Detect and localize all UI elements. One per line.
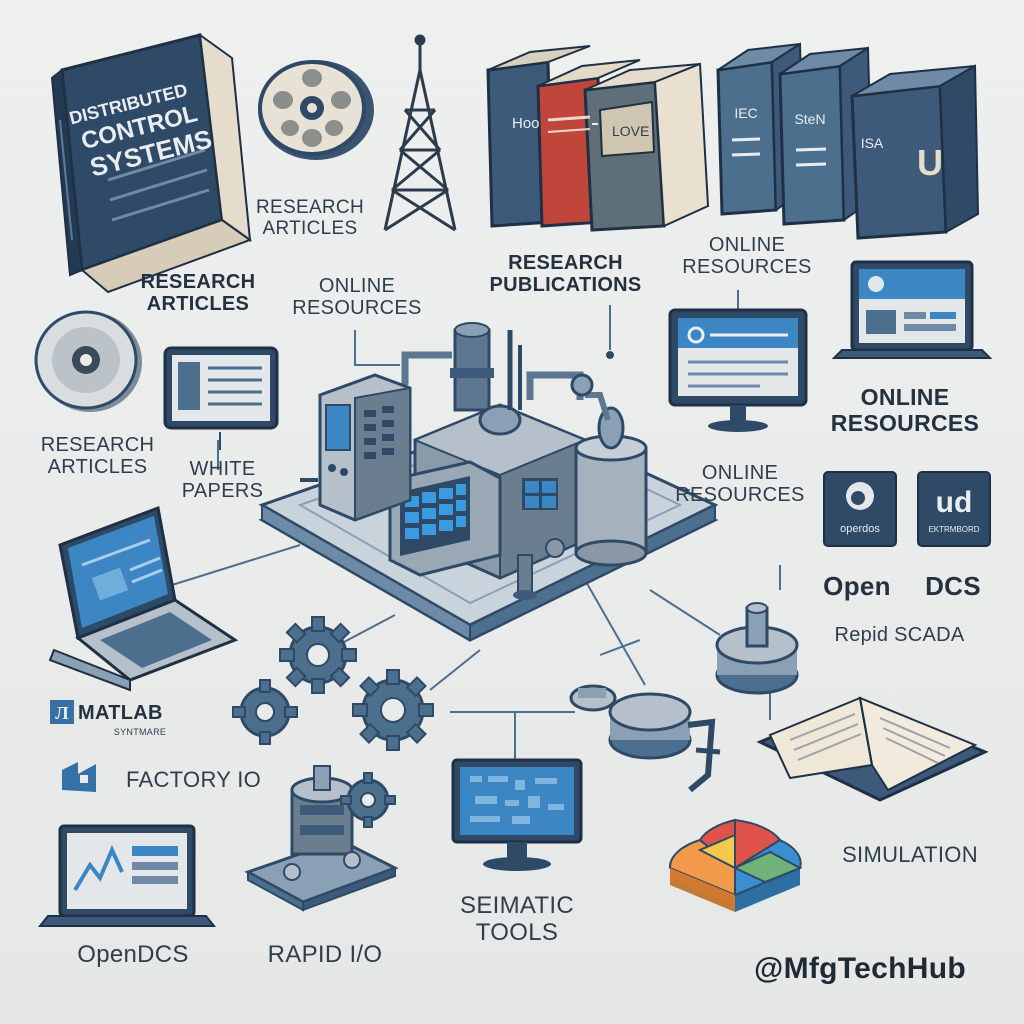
- laptop-left[interactable]: [48, 505, 239, 692]
- standard-label-3: ISA: [861, 135, 884, 151]
- label-matlab-sub: SYNTMARE: [113, 727, 167, 737]
- gear-icon: [279, 616, 357, 694]
- factory-building: [388, 322, 648, 600]
- rapid-io-machine: [244, 765, 399, 912]
- label-matlab: MATLAB: [78, 702, 163, 724]
- matlab-logo: Л: [50, 700, 74, 724]
- ud-tile-sublabel: EKTRMBORD: [928, 525, 979, 534]
- research-books[interactable]: Hoo LOVE: [486, 45, 710, 232]
- connector-tank: [584, 579, 646, 686]
- label-opendcs: OpenDCS: [77, 941, 189, 968]
- gear-icon: [352, 669, 434, 751]
- cd-disc-icon: [34, 310, 142, 412]
- control-cabinet: [300, 373, 412, 522]
- standard-label-2: StеN: [794, 111, 825, 127]
- label-dcs: DCS: [925, 571, 981, 601]
- seimatic-monitor[interactable]: [451, 758, 583, 871]
- opendos-app-tile[interactable]: operdos: [823, 471, 897, 547]
- dcs-book-line-3: [111, 188, 210, 222]
- connector-online-a: [354, 330, 400, 366]
- factory-io-icon: [62, 762, 96, 792]
- spine-label-3: LOVE: [612, 123, 649, 139]
- gear-icons: [232, 616, 434, 751]
- pie-chart-icon: [668, 818, 803, 912]
- gear-icon: [232, 679, 298, 745]
- connector-laptop: [171, 544, 301, 586]
- opendcs-laptop[interactable]: [37, 824, 217, 927]
- standard-label-1: IEC: [734, 105, 757, 121]
- ud-tile-label: ud: [936, 486, 973, 519]
- spine-label-1: Hoo: [512, 115, 540, 132]
- standards-books[interactable]: IEC StеN ISA U: [716, 42, 980, 240]
- label-handle: @MfgTechHub: [754, 952, 966, 985]
- label-rapid-scada: Repid SCADA: [834, 624, 965, 646]
- pump-tank: [569, 684, 721, 793]
- connector-valve: [649, 589, 721, 636]
- standard-label-3-big: U: [917, 142, 943, 183]
- ud-app-tile[interactable]: ud EKTRMBORD: [917, 471, 991, 547]
- dcs-book[interactable]: DISTRIBUTED CONTROL SYSTEMS: [50, 32, 253, 294]
- film-reel-icon: [258, 60, 374, 160]
- opendos-tile-label: operdos: [840, 523, 880, 535]
- online-resources-monitor[interactable]: [668, 308, 808, 432]
- valve-actuator: [715, 602, 799, 695]
- label-rapid-io: RAPID I/O: [267, 941, 383, 968]
- connector-pipe: [599, 639, 641, 656]
- connector-gear-right: [429, 649, 481, 691]
- open-book-icon: [756, 696, 989, 802]
- online-resources-laptop[interactable]: [831, 260, 993, 359]
- label-simulation: SIMULATION: [842, 842, 978, 867]
- label-factory-io: FACTORY IO: [126, 767, 262, 792]
- dcs-book-line-2: [109, 168, 208, 202]
- label-open: Open: [823, 571, 891, 601]
- tower-icon: [383, 34, 457, 232]
- white-papers-tablet[interactable]: [163, 346, 279, 430]
- svg-text:Л: Л: [55, 703, 69, 723]
- label-leaders: [219, 351, 614, 450]
- dcs-book-line-1: [107, 148, 206, 182]
